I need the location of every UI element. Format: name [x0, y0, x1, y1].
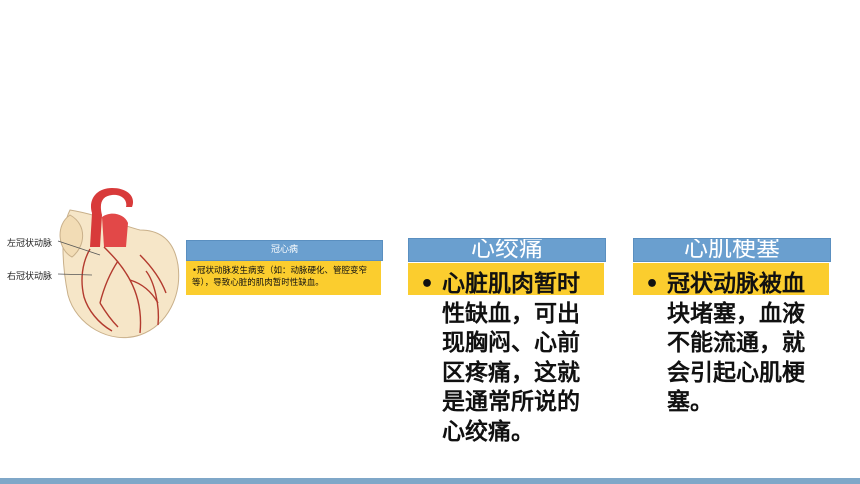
bottom-bar: [0, 478, 860, 484]
heart-illustration: [0, 185, 185, 355]
infarction-bullet: •: [645, 272, 660, 297]
left-coronary-label: 左冠状动脉: [7, 239, 53, 249]
angina-highlight: [408, 263, 604, 295]
aorta-shape: [90, 188, 134, 247]
heart-left-shape: [59, 214, 84, 258]
infarction-highlight: [633, 263, 829, 295]
angina-bullet: •: [420, 272, 435, 297]
angina-title: 心绞痛: [408, 238, 606, 262]
coronary-disease-title: 冠心病: [186, 240, 383, 261]
right-coronary-label: 右冠状动脉: [7, 272, 53, 282]
pulmonary-artery-shape: [102, 213, 128, 247]
coronary-disease-body: •冠状动脉发生病变（如：动脉硬化、管腔变窄等），导致心脏的肌肉暂时性缺血。: [186, 261, 381, 295]
angina-description: 心脏肌肉暂时性缺血，可出现胸闷、心前区疼痛，这就是通常所说的心绞痛。: [442, 271, 580, 445]
infarction-description: 冠状动脉被血块堵塞，血液不能流通，就会引起心肌梗塞。: [667, 271, 805, 415]
infarction-title: 心肌梗塞: [633, 238, 831, 262]
